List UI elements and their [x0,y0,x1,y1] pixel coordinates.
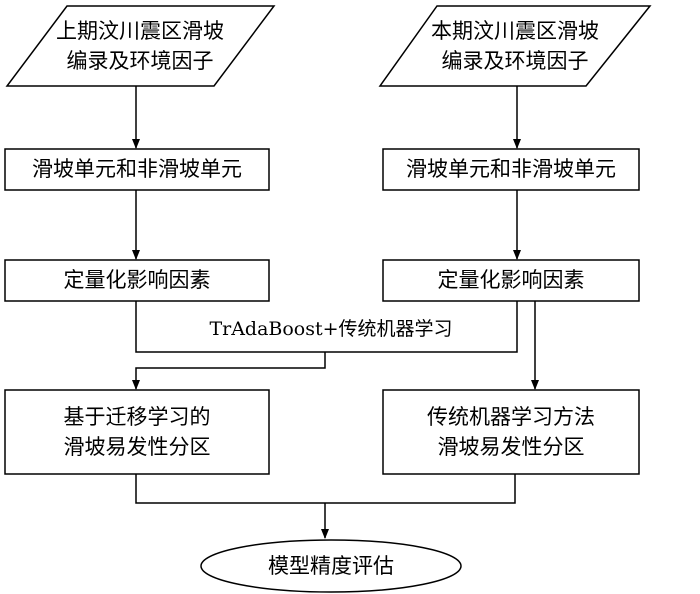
right-input-line1: 本期汶川震区滑坡 [431,19,599,43]
left-factors-shape [4,259,270,302]
left-input-label: 上期汶川震区滑坡 编录及环境因子 [40,14,240,78]
left-result-line2: 滑坡易发性分区 [63,435,211,459]
right-factors-label: 定量化影响因素 [437,268,585,292]
right-units-label: 滑坡单元和非滑坡单元 [406,157,616,181]
left-factors-label: 定量化影响因素 [63,268,211,292]
left-result-shape [4,389,270,475]
left-input-line2: 编录及环境因子 [66,49,214,73]
right-input-shape [378,5,652,87]
evaluation-label: 模型精度评估 [268,554,394,578]
left-units-shape [4,148,270,191]
evaluation-shape [200,539,462,593]
right-result-label: 传统机器学习方法 滑坡易发性分区 [383,398,639,466]
right-input-label: 本期汶川震区滑坡 编录及环境因子 [412,14,618,78]
results-join-connector [135,474,516,504]
right-input-line2: 编录及环境因子 [441,49,589,73]
left-units-label: 滑坡单元和非滑坡单元 [32,157,242,181]
right-result-line2: 滑坡易发性分区 [437,435,585,459]
merge-method-label: TrAdaBoost+传统机器学习 [176,316,486,342]
right-result-line1: 传统机器学习方法 [427,405,595,429]
left-input-shape [5,5,276,87]
left-result-label: 基于迁移学习的 滑坡易发性分区 [5,398,269,466]
left-result-line1: 基于迁移学习的 [63,405,211,429]
right-factors-shape [382,259,640,302]
right-result-shape [382,389,640,475]
arrow-merge-to-left-result [132,352,326,390]
right-units-shape [382,148,640,191]
left-input-line1: 上期汶川震区滑坡 [56,19,224,43]
merge-connector [135,301,518,353]
